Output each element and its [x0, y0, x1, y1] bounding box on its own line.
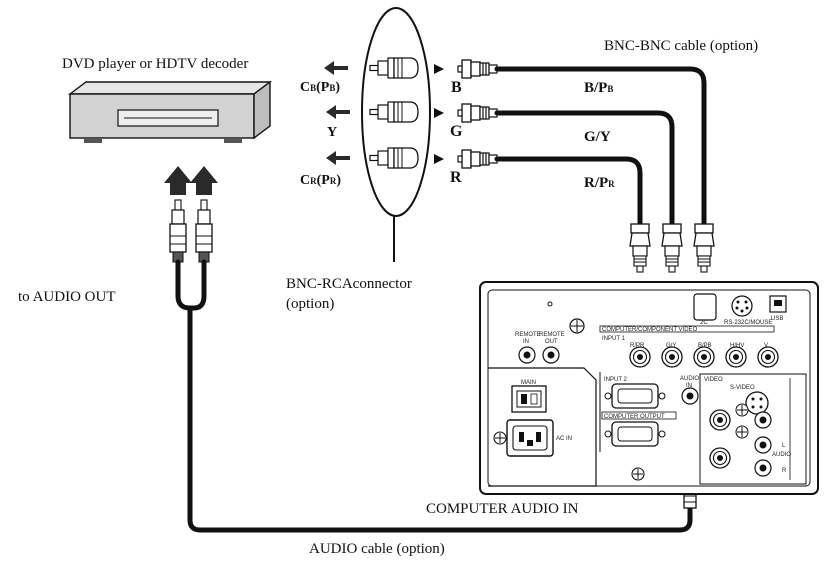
- component-video-inputs: COMPUTER/COMPONENT VIDEO INPUT 1 R/PR G/…: [599, 325, 779, 368]
- bnc-plug-vert-g: [661, 223, 683, 273]
- cable-label-rpr: R/PR: [584, 175, 615, 191]
- audio-cable-label: AUDIO cable (option): [309, 541, 445, 557]
- svg-text:IN: IN: [686, 383, 692, 389]
- output-arrows: [324, 61, 350, 165]
- bnc-rca-connector-label: BNC-RCAconnector: [286, 276, 412, 292]
- bnc-plug-r: [457, 149, 498, 169]
- svg-text:RS-232C/MOUSE: RS-232C/MOUSE: [724, 320, 772, 326]
- svg-text:2C: 2C: [700, 320, 708, 326]
- rca-label-y: Y: [327, 125, 338, 140]
- svg-text:R/PR: R/PR: [630, 343, 645, 349]
- bnc-rca-connector-option: (option): [286, 296, 335, 312]
- rs232c-usb: 2C RS-232C/MOUSE USB: [693, 293, 787, 326]
- bnc-label-b: B: [451, 79, 462, 96]
- rca-adapter-g: [369, 101, 419, 123]
- remote-in-label: REMOTE: [515, 332, 541, 338]
- svg-text:IN: IN: [523, 339, 529, 345]
- cable-label-bpb: B/PB: [584, 80, 614, 96]
- svg-text:USB: USB: [771, 316, 783, 322]
- projector-terminal-panel: REMOTE IN REMOTE OUT MAIN AC IN COMPUTER…: [479, 281, 819, 495]
- dvd-player-device: [67, 80, 273, 143]
- svg-text:V: V: [764, 343, 768, 349]
- svg-text:REMOTE: REMOTE: [539, 332, 565, 338]
- component-video-label: COMPUTER/COMPONENT VIDEO: [602, 327, 698, 333]
- bnc-plug-vert-b: [693, 223, 715, 273]
- adapter-arrows: [434, 64, 444, 164]
- rca-label-cb: CB(PB): [300, 80, 341, 95]
- bnc-label-g: G: [450, 123, 463, 140]
- cable-label-gy-visible: G/Y: [584, 129, 611, 145]
- input2-section: INPUT 2 COMPUTER OUTPUT AUDIO IN: [599, 372, 699, 452]
- bnc-label-r: R: [450, 169, 462, 186]
- bnc-rca-connector-group: [361, 7, 431, 262]
- ac-in-label: AC IN: [556, 436, 572, 442]
- input1-label: INPUT 1: [602, 336, 626, 342]
- rca-adapter-r: [369, 147, 419, 169]
- svg-text:AUDIO: AUDIO: [680, 376, 699, 382]
- audio-cable: [175, 259, 693, 533]
- svg-text:B/PB: B/PB: [698, 343, 712, 349]
- bnc-cable-label: BNC-BNC cable (option): [604, 38, 759, 54]
- rca-adapter-b: [369, 57, 419, 79]
- computer-output-label: COMPUTER OUTPUT: [604, 414, 665, 420]
- svg-text:S-VIDEO: S-VIDEO: [730, 385, 755, 391]
- input2-label: INPUT 2: [604, 377, 628, 383]
- bnc-cables: [494, 66, 707, 229]
- device-label: DVD player or HDTV decoder: [62, 56, 249, 72]
- power-module: MAIN AC IN: [488, 367, 597, 487]
- audio-out-label: to AUDIO OUT: [18, 289, 116, 305]
- bnc-plug-g: [457, 103, 498, 123]
- svg-text:AUDIO: AUDIO: [772, 452, 791, 458]
- main-label: MAIN: [521, 380, 536, 386]
- audio-plugs: [164, 166, 218, 263]
- remote-jacks: REMOTE IN REMOTE OUT: [515, 332, 565, 364]
- svg-text:H/HV: H/HV: [730, 343, 744, 349]
- computer-audio-in-label: COMPUTER AUDIO IN: [426, 501, 579, 517]
- bnc-plug-vert-r: [629, 223, 651, 273]
- svg-text:R: R: [782, 468, 787, 474]
- bnc-plug-b: [457, 59, 498, 79]
- video-label: VIDEO: [704, 377, 723, 383]
- rca-label-cr: CR(PR): [300, 173, 342, 188]
- svg-text:OUT: OUT: [545, 339, 558, 345]
- video-section: VIDEO S-VIDEO AUDIO L R: [699, 373, 807, 485]
- svg-text:G/Y: G/Y: [666, 343, 676, 349]
- svg-text:L: L: [782, 443, 786, 449]
